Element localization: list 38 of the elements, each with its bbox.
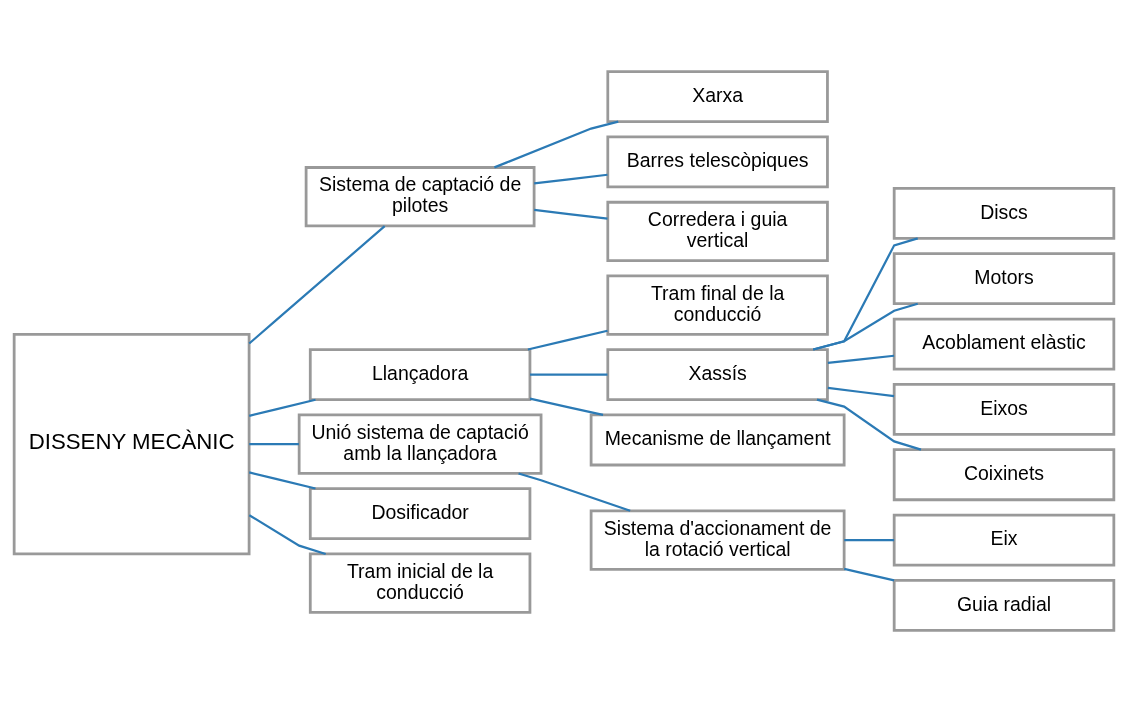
connector: [844, 567, 895, 582]
connector: [812, 237, 919, 351]
connector: [527, 329, 608, 351]
node-box: Guia radial: [892, 579, 1116, 632]
connector: [248, 514, 327, 555]
node-box: Discs: [892, 186, 1116, 240]
node-box: Eixos: [892, 383, 1116, 436]
node-box: Xassís: [606, 348, 829, 402]
connector: [248, 225, 386, 345]
node-box: Coixinets: [892, 448, 1116, 502]
connector: [827, 386, 895, 398]
connector: [248, 471, 316, 490]
connector: [529, 397, 604, 416]
node-box: Sistema de captació de pilotes: [304, 166, 536, 228]
node-box: Tram final de la conducció: [606, 274, 829, 336]
connector: [248, 398, 316, 417]
node-box: Motors: [892, 252, 1116, 306]
node-box: Corredera i guia vertical: [606, 200, 829, 262]
node-box: DISSENY MECÀNIC: [12, 332, 251, 556]
node-box: Tram inicial de la conducció: [308, 552, 532, 614]
connector: [812, 302, 919, 351]
node-box: Dosificador: [308, 487, 532, 541]
node-box: Xarxa: [606, 70, 829, 123]
connector: [534, 173, 608, 185]
connector: [827, 354, 895, 364]
connector: [816, 398, 922, 451]
connector: [530, 373, 608, 376]
node-box: Acoblament elàstic: [892, 317, 1116, 371]
node-box: Eix: [892, 513, 1116, 567]
node-box: Sistema d'accionament de la rotació vertical: [589, 509, 846, 571]
node-box: Unió sistema de captació amb la llançadora: [297, 413, 543, 475]
connector: [249, 443, 299, 446]
connector: [844, 538, 895, 542]
connector: [534, 208, 608, 220]
node-box: Barres telescòpiques: [606, 135, 829, 189]
node-box: Llançadora: [308, 348, 532, 402]
connector: [494, 120, 619, 169]
node-box: Mecanisme de llançament: [589, 413, 846, 467]
